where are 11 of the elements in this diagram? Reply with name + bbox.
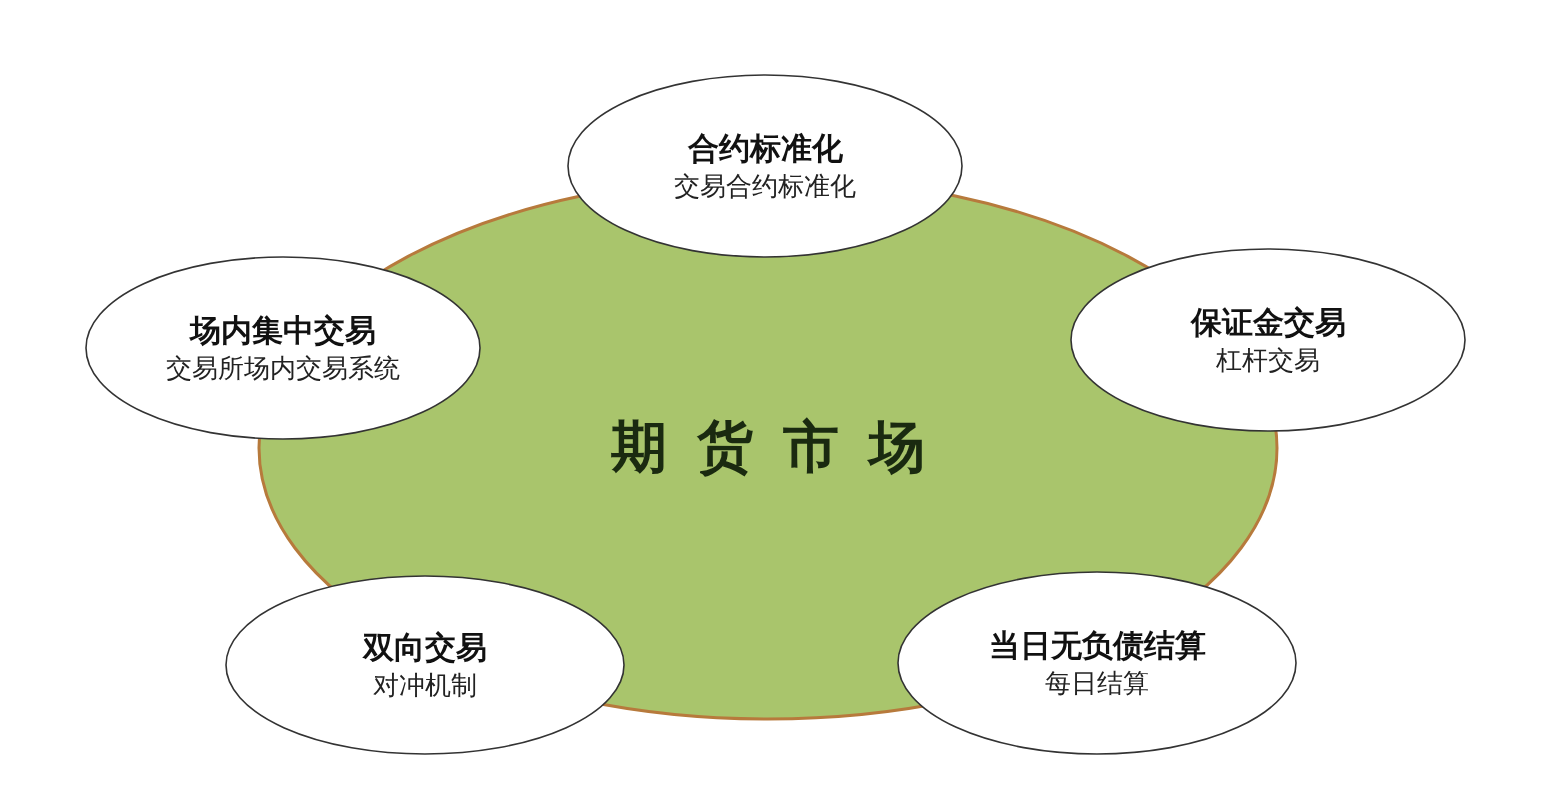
feature-description: 杠杆交易 [1216,344,1320,377]
feature-description: 交易合约标准化 [674,170,856,203]
feature-title: 场内集中交易 [190,311,376,350]
feature-description: 每日结算 [1045,667,1149,700]
feature-title: 当日无负债结算 [988,626,1206,665]
feature-title: 双向交易 [363,628,487,667]
feature-title: 合约标准化 [687,129,843,168]
center-title: 期货市场 [611,413,955,481]
feature-title: 保证金交易 [1190,303,1346,342]
feature-description: 交易所场内交易系统 [166,352,400,385]
feature-description: 对冲机制 [373,669,477,702]
